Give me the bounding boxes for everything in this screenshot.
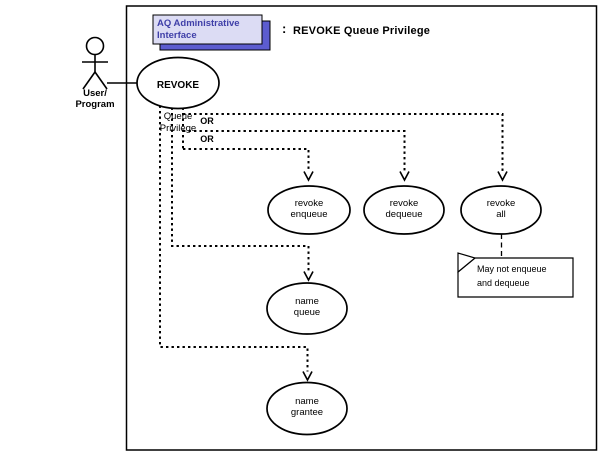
- main-usecase-title: REVOKE: [156, 80, 200, 92]
- branch-line-name-queue: [171, 107, 310, 272]
- revoke-enqueue-label: revoke enqueue: [290, 198, 328, 221]
- main-usecase-label: REVOKE Queue Privilege: [138, 61, 218, 153]
- actor-leg-right: [94, 71, 108, 90]
- title-separator-colon: :: [282, 21, 287, 36]
- note-folded-corner: [457, 252, 477, 274]
- revoke-all-label: revoke all: [486, 198, 516, 221]
- interface-box-label: AQ Administrative Interface: [157, 18, 240, 41]
- actor-head: [85, 36, 105, 56]
- actor-figure: [82, 36, 108, 90]
- arrowhead-name-grantee: [302, 371, 313, 382]
- name-queue-label: name queue: [293, 296, 321, 319]
- note-label: May not enqueue and dequeue: [477, 264, 547, 288]
- or-label-1: OR: [200, 115, 214, 126]
- or-label-2: OR: [200, 133, 214, 144]
- arrowhead-revoke-all: [497, 171, 508, 182]
- revoke-dequeue-label: revoke dequeue: [385, 198, 423, 221]
- arrowhead-name-queue: [303, 271, 314, 282]
- interface-box-face: [152, 14, 263, 45]
- system-boundary-border: [125, 5, 598, 451]
- name-grantee-label: name grantee: [290, 396, 324, 419]
- name-queue-ellipse: [266, 282, 348, 335]
- revoke-enqueue-ellipse: [267, 185, 351, 235]
- branch-line-revoke-dequeue: [183, 130, 406, 172]
- name-grantee-ellipse: [266, 381, 348, 436]
- branch-line-revoke-all: [183, 113, 504, 172]
- actor-leg-left: [82, 71, 96, 90]
- arrowhead-revoke-enqueue: [303, 171, 314, 182]
- page-title: REVOKE Queue Privilege: [293, 25, 431, 37]
- main-usecase-ellipse: [136, 56, 220, 110]
- actor-label: User/ Program: [75, 88, 115, 111]
- branch-line-name-grantee: [159, 105, 309, 372]
- main-usecase-subtitle: Queue Privilege: [159, 111, 197, 134]
- revoke-dequeue-ellipse: [363, 185, 445, 235]
- arrowhead-revoke-dequeue: [399, 171, 410, 182]
